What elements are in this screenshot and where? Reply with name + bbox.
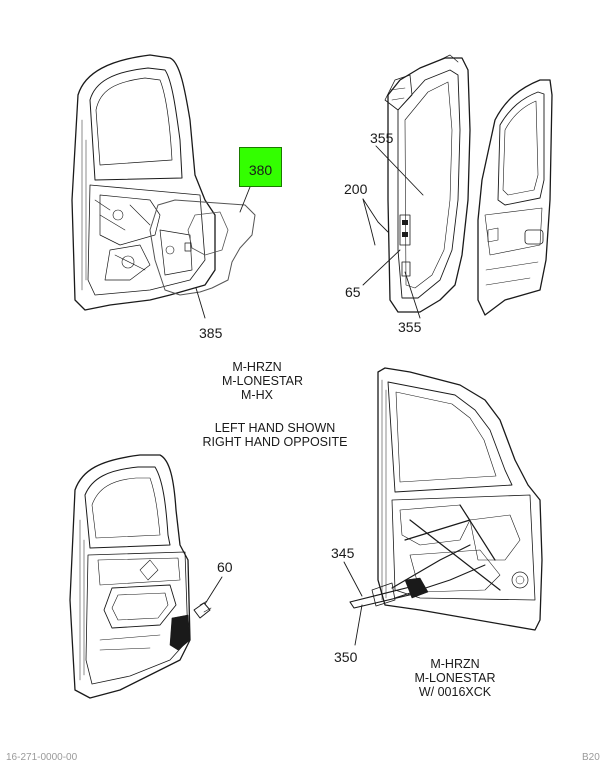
callout-350[interactable]: 350: [334, 649, 358, 665]
model-line: M-HX: [241, 388, 273, 402]
callout-345[interactable]: 345: [331, 545, 355, 561]
model-line: W/ 0016XCK: [418, 685, 492, 699]
door-assembly-top-left: [71, 54, 216, 311]
orientation-line: LEFT HAND SHOWN: [214, 421, 336, 435]
leader-lines-bottom-right: [343, 561, 363, 646]
orientation-line: RIGHT HAND OPPOSITE: [202, 435, 348, 449]
figure-id: 16-271-0000-00: [6, 752, 78, 763]
callout-355-bottom[interactable]: 355: [398, 319, 422, 335]
callout-355-top[interactable]: 355: [370, 130, 394, 146]
page-ref: B20: [582, 752, 600, 763]
model-line: M-HRZN: [232, 360, 282, 374]
callout-385[interactable]: 385: [199, 325, 223, 341]
callout-60[interactable]: 60: [217, 559, 233, 575]
models-bottom-right-note: M-HRZN M-LONESTAR W/ 0016XCK: [400, 657, 510, 699]
model-line: M-HRZN: [430, 657, 480, 671]
door-assembly-bottom-right: [377, 367, 543, 631]
callout-380-highlight[interactable]: 380: [239, 147, 282, 187]
orientation-note: LEFT HAND SHOWN RIGHT HAND OPPOSITE: [195, 421, 355, 449]
pin-part-60: [193, 600, 212, 619]
callout-380: 380: [248, 162, 273, 178]
door-assembly-bottom-left: [69, 454, 191, 699]
model-line: M-LONESTAR: [414, 671, 496, 685]
callout-200[interactable]: 200: [344, 181, 368, 197]
models-center-note: M-HRZN M-LONESTAR M-HX: [222, 360, 304, 402]
leader-lines-top-left: [195, 186, 251, 319]
door-seal-385: [149, 199, 256, 296]
leader-lines-bottom-left: [204, 576, 223, 605]
window-regulator-350: [349, 544, 486, 609]
cab-door-opening-top-right: [384, 54, 471, 313]
callout-65[interactable]: 65: [345, 284, 361, 300]
open-door-top-right: [477, 79, 553, 316]
model-line: M-LONESTAR: [222, 374, 304, 388]
leader-lines-top-right: [362, 145, 424, 319]
